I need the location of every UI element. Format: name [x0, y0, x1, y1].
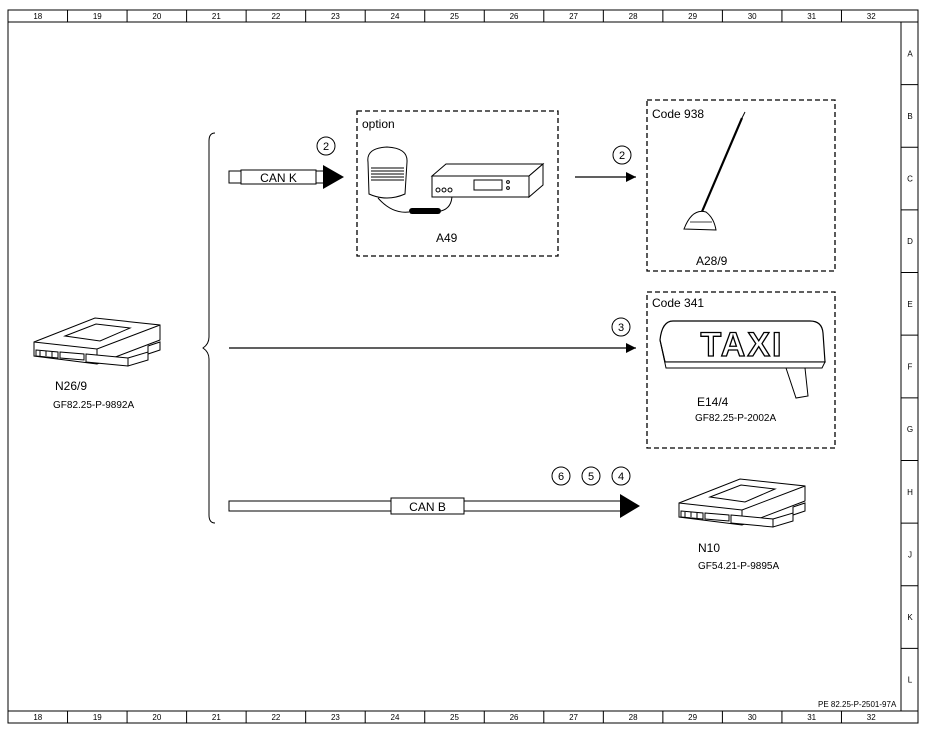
bottom-cols-label: 32 [867, 713, 876, 722]
option-box-title: option [362, 117, 395, 131]
top-cols-label: 26 [510, 12, 519, 21]
cradle-icon [409, 208, 441, 214]
code-938-component: A28/9 [696, 254, 728, 268]
brace [202, 132, 216, 524]
right-row-ruler: A B C D E F G H J K L [901, 49, 918, 685]
top-cols-label: 25 [450, 12, 459, 21]
direct-link-marker: 3 [618, 322, 624, 334]
row-label: B [907, 112, 912, 121]
can-b-link: CAN B 6 5 4 [228, 466, 640, 518]
option-box: option A49 [356, 110, 559, 257]
can-k-marker-circle [316, 136, 336, 156]
row-label: L [908, 676, 913, 685]
top-cols-label: 18 [33, 12, 42, 21]
code-341-box: Code 341 TAXI E14/4 GF82.25-P-2002A [646, 291, 836, 449]
top-cols-label: 30 [748, 12, 757, 21]
option-box-component: A49 [436, 231, 458, 245]
code-938-box: Code 938 A28/9 [646, 99, 836, 272]
control-unit-n10-drawing [678, 478, 806, 528]
can-k-label: CAN K [260, 171, 297, 185]
telephone-unit-icon [430, 162, 545, 199]
top-cols-label: 23 [331, 12, 340, 21]
bottom-cols-label: 30 [748, 713, 757, 722]
bottom-cols-label: 31 [807, 713, 816, 722]
top-cols-label: 22 [271, 12, 280, 21]
row-label: F [908, 363, 913, 372]
row-label: J [908, 550, 912, 559]
row-label: C [907, 175, 913, 184]
top-cols-label: 24 [391, 12, 400, 21]
can-k-marker-out: 2 [619, 150, 625, 162]
can-b-marker-3: 4 [618, 471, 624, 483]
can-b-label: CAN B [409, 500, 446, 514]
diagram-reference: PE 82.25-P-2501-97A [818, 700, 897, 709]
top-cols-label: 29 [688, 12, 697, 21]
row-label: D [907, 237, 913, 246]
drawing-frame [7, 9, 919, 724]
control-unit-n26-9-label: N26/9 [55, 379, 87, 393]
row-label: E [907, 300, 912, 309]
top-cols-label: 28 [629, 12, 638, 21]
control-unit-n26-9: N26/9 GF82.25-P-9892A [33, 317, 161, 411]
bottom-cols-label: 23 [331, 713, 340, 722]
can-b-marker-1: 6 [558, 471, 564, 483]
bottom-cols-label: 18 [33, 713, 42, 722]
top-cols-label: 31 [807, 12, 816, 21]
code-341-title: Code 341 [652, 296, 704, 310]
arrow-to-code-938: 2 [575, 145, 636, 182]
bottom-cols-label: 20 [152, 713, 161, 722]
can-k-link: CAN K 2 [228, 136, 344, 189]
top-cols-label: 27 [569, 12, 578, 21]
top-cols-label: 19 [93, 12, 102, 21]
control-unit-n10-label: N10 [698, 541, 720, 555]
top-cols-label: 20 [152, 12, 161, 21]
can-b-arrowhead [620, 494, 640, 518]
can-k-marker-in: 2 [323, 141, 329, 153]
control-unit-n10-ref: GF54.21-P-9895A [698, 561, 779, 572]
can-b-marker-2: 5 [588, 471, 594, 483]
bottom-column-ruler: 18 19 20 21 22 23 24 25 26 27 28 29 30 31 32 [33, 711, 876, 723]
code-938-title: Code 938 [652, 107, 704, 121]
top-cols-label: 21 [212, 12, 221, 21]
top-cols-label: 32 [867, 12, 876, 21]
bottom-cols-label: 28 [629, 713, 638, 722]
taxi-sign-icon: TAXI [659, 320, 826, 399]
bottom-cols-label: 27 [569, 713, 578, 722]
handset-icon [367, 146, 410, 213]
row-label: H [907, 488, 913, 497]
control-unit-n26-9-ref: GF82.25-P-9892A [53, 400, 134, 411]
bottom-cols-label: 21 [212, 713, 221, 722]
control-unit-n26-9-drawing [33, 317, 161, 367]
top-column-ruler: 18 19 20 21 22 23 24 25 26 27 28 29 30 31 32 [33, 10, 876, 22]
direct-link: 3 [229, 317, 636, 353]
bottom-cols-label: 24 [391, 713, 400, 722]
row-label: A [907, 49, 913, 58]
bottom-cols-label: 29 [688, 713, 697, 722]
antenna-icon [683, 111, 746, 231]
bottom-cols-label: 25 [450, 713, 459, 722]
taxi-sign-text: TAXI [701, 326, 784, 364]
row-label: K [907, 613, 913, 622]
bottom-cols-label: 19 [93, 713, 102, 722]
code-341-component: E14/4 [697, 395, 729, 409]
can-k-arrowhead [323, 165, 344, 189]
bottom-cols-label: 22 [271, 713, 280, 722]
control-unit-n10: N10 GF54.21-P-9895A [678, 478, 806, 572]
row-label: G [907, 425, 913, 434]
bottom-cols-label: 26 [510, 713, 519, 722]
code-341-ref: GF82.25-P-2002A [695, 413, 776, 424]
